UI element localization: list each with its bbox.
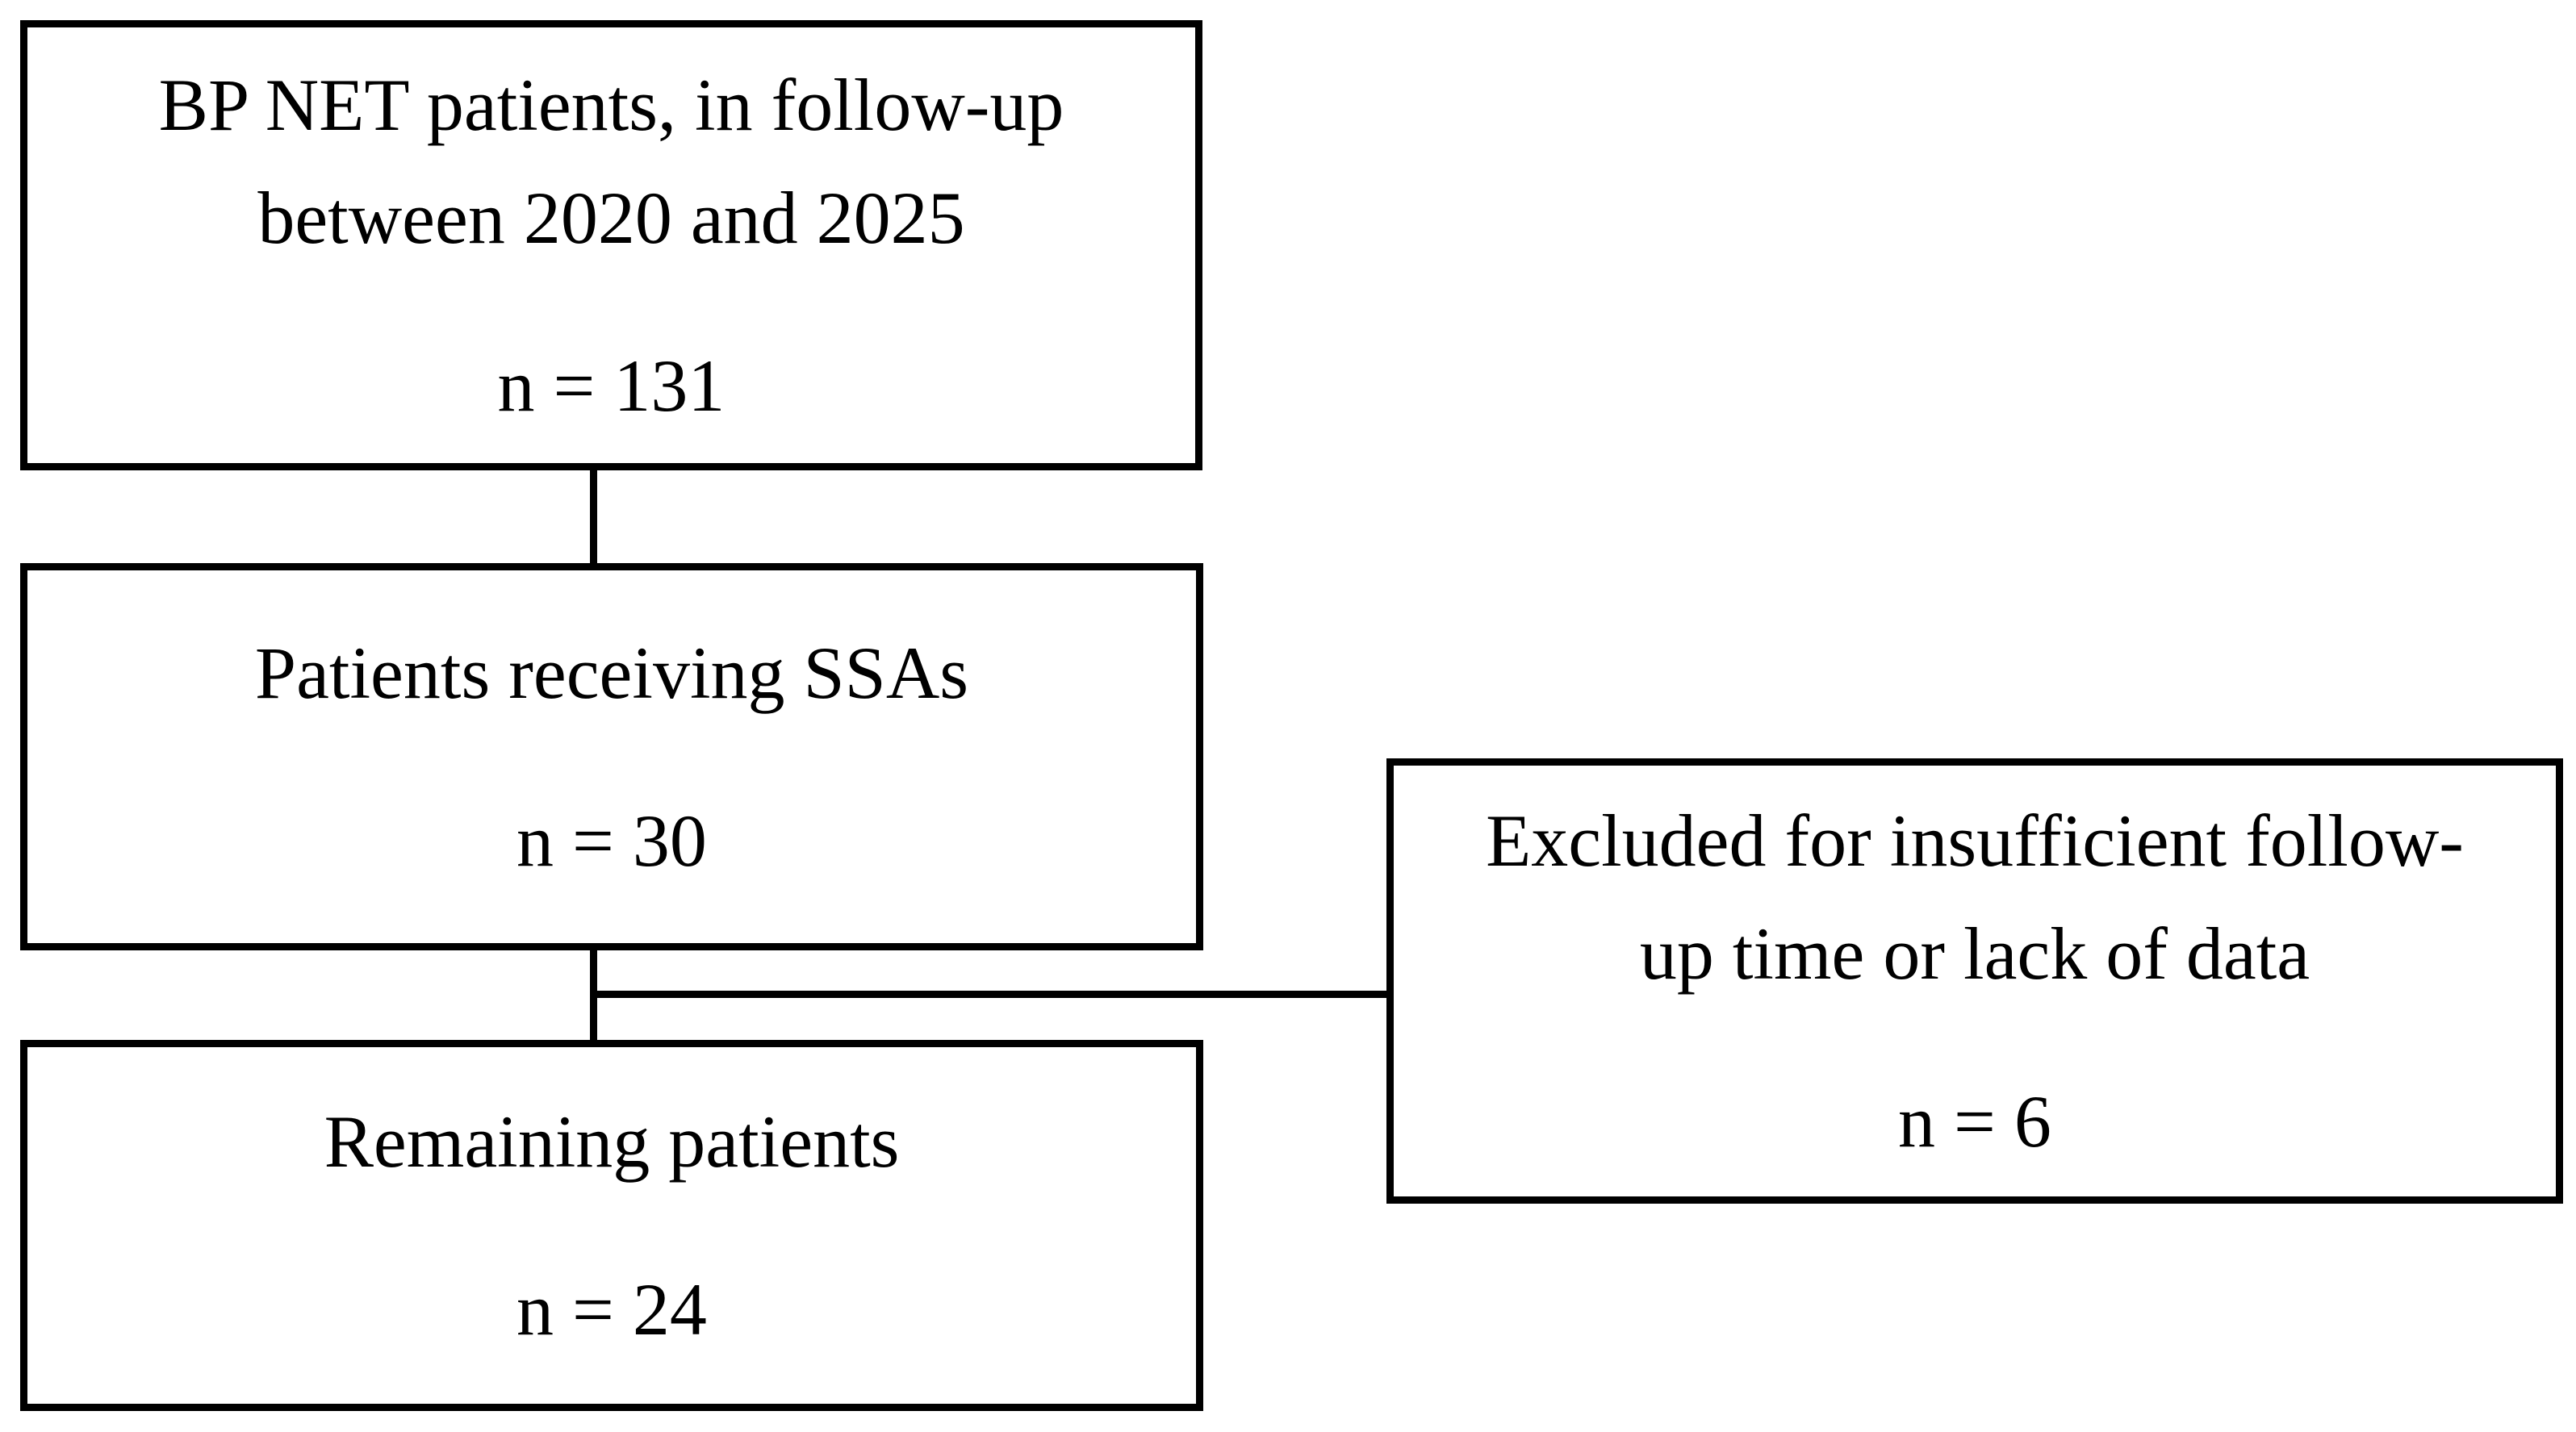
excluded-title: Excluded for insufficient follow- up tim… — [1486, 784, 2464, 1010]
remaining-n-count: n = 24 — [516, 1268, 707, 1351]
excluded-title-line2: up time or lack of data — [1639, 912, 2310, 995]
flow-box-excluded: Excluded for insufficient follow- up tim… — [1386, 758, 2563, 1204]
flow-box-remaining: Remaining patients n = 24 — [20, 1040, 1203, 1411]
cohort-title: BP NET patients, in follow-up between 20… — [159, 48, 1064, 274]
ssa-title-line1: Patients receiving SSAs — [254, 632, 969, 714]
flow-box-ssa: Patients receiving SSAs n = 30 — [20, 563, 1203, 950]
remaining-title: Remaining patients — [324, 1085, 900, 1198]
excluded-n-count: n = 6 — [1898, 1080, 2051, 1163]
ssa-n-count: n = 30 — [516, 799, 707, 882]
ssa-title: Patients receiving SSAs — [255, 616, 968, 729]
cohort-title-line1: BP NET patients, in follow-up — [158, 64, 1064, 146]
connector-branch-to-excluded — [590, 991, 1394, 998]
flow-box-cohort: BP NET patients, in follow-up between 20… — [20, 20, 1202, 470]
cohort-title-line2: between 2020 and 2025 — [257, 177, 965, 259]
excluded-title-line1: Excluded for insufficient follow- — [1486, 799, 2464, 882]
cohort-n-count: n = 131 — [497, 344, 726, 427]
connector-cohort-to-ssa — [590, 470, 597, 570]
connector-ssa-to-remaining — [590, 950, 597, 1047]
remaining-title-line1: Remaining patients — [324, 1100, 900, 1183]
